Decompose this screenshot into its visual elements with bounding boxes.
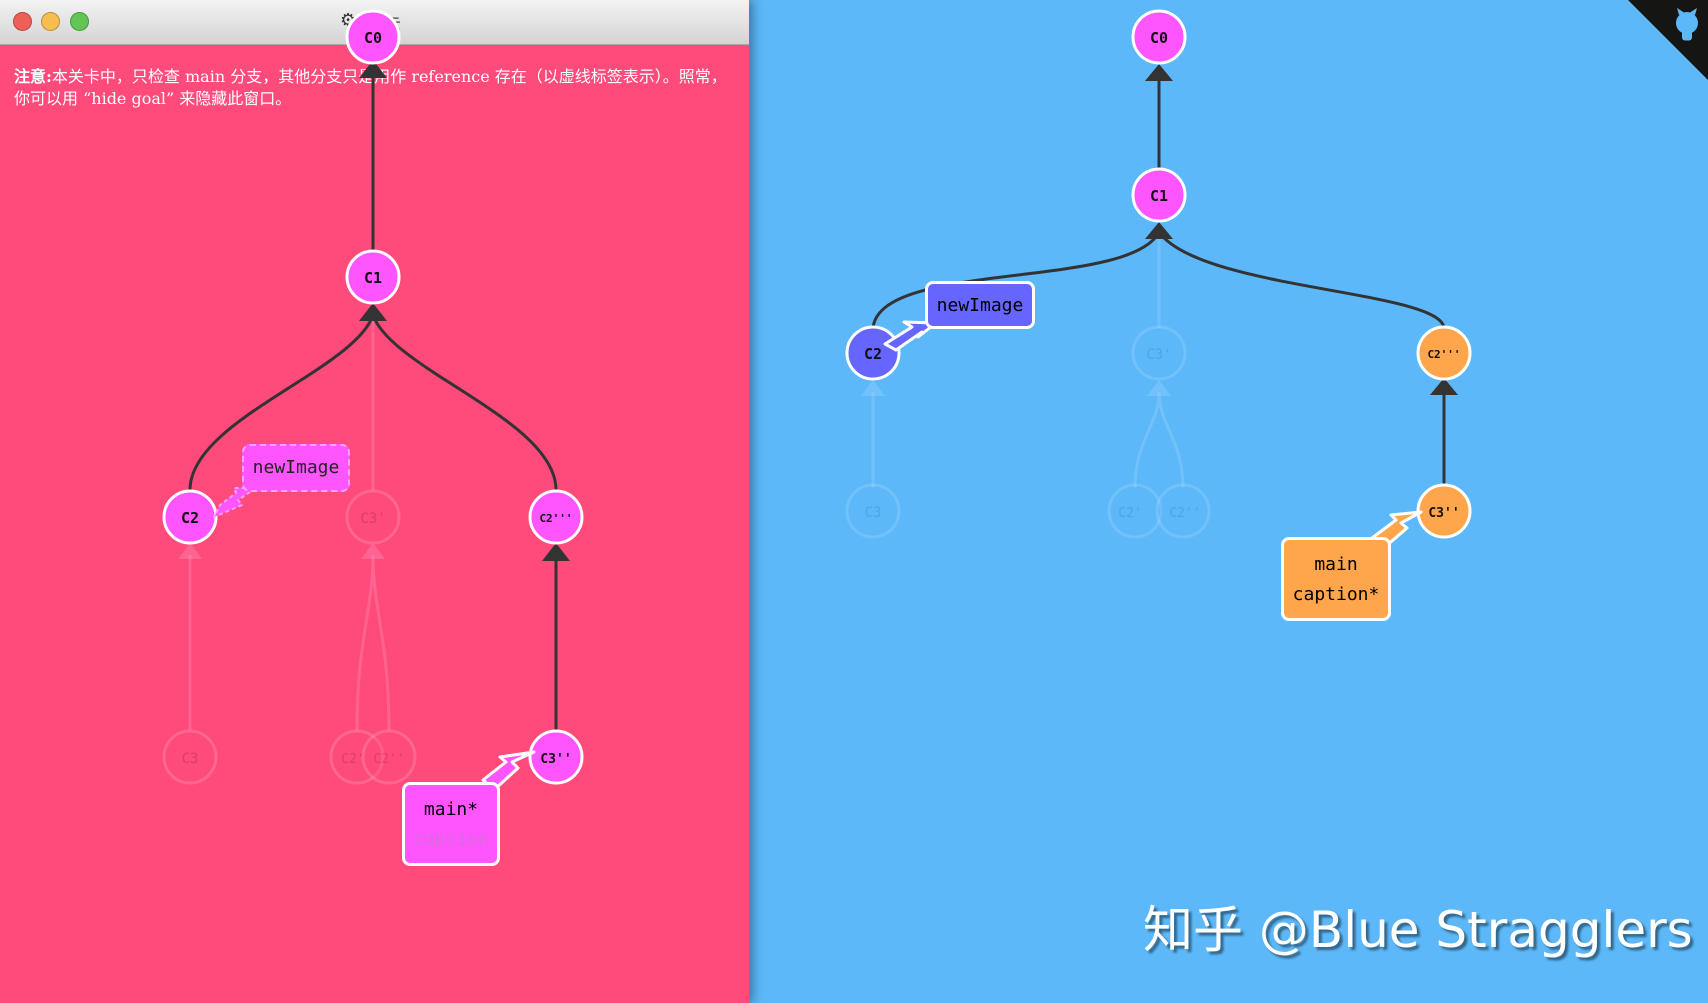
branch-name-caption: caption* xyxy=(1292,584,1380,605)
svg-text:C2: C2 xyxy=(181,509,199,527)
svg-text:C3: C3 xyxy=(182,751,199,767)
edge-c2ppp-c1 xyxy=(371,314,558,491)
edge-c2pp-c3prime xyxy=(371,554,391,731)
branch-label-main-caption-goal[interactable]: main* caption xyxy=(402,782,500,866)
note-label: 注意: xyxy=(14,67,52,86)
arrow-faded-c3prime xyxy=(361,543,385,559)
commit-c3[interactable]: C3 xyxy=(845,483,901,539)
commit-c2pp[interactable]: C2'' xyxy=(361,729,417,785)
commit-c0[interactable]: C0 xyxy=(1131,9,1187,65)
svg-text:C1: C1 xyxy=(1150,187,1168,205)
commit-c2pp[interactable]: C2'' xyxy=(1155,483,1211,539)
edge-c2pp-c3prime xyxy=(1157,391,1185,489)
svg-text:C2: C2 xyxy=(864,345,882,363)
edge-c2prime-c3prime xyxy=(1133,391,1161,489)
svg-text:C0: C0 xyxy=(364,29,382,47)
arrow-c0 xyxy=(1145,64,1173,81)
newimage-pointer-arrow xyxy=(213,487,257,518)
commit-c3[interactable]: C3 xyxy=(162,729,218,785)
commit-c0[interactable]: C0 xyxy=(345,9,401,65)
arrow-faded-c3prime xyxy=(1147,380,1171,396)
svg-text:C2''': C2''' xyxy=(1427,348,1460,361)
commit-c1[interactable]: C1 xyxy=(345,249,401,305)
note-text: 本关卡中，只检查 main 分支，其他分支只是用作 reference 存在（以… xyxy=(14,67,727,108)
commit-c1[interactable]: C1 xyxy=(1131,167,1187,223)
arrow-c1 xyxy=(1145,222,1173,239)
branch-label-newimage-goal[interactable]: newImage xyxy=(242,444,350,492)
goal-window[interactable]: ⚙ 示 注意:本关卡中，只检查 main 分支，其他分支只是用作 referen… xyxy=(0,0,749,1003)
arrow-faded-c2 xyxy=(178,543,202,559)
arrow-c2ppp xyxy=(1430,378,1458,395)
commit-c3pp[interactable]: C3'' xyxy=(1416,483,1472,539)
edge-c2ppp-c1 xyxy=(1157,231,1446,329)
commit-c3pp[interactable]: C3'' xyxy=(528,729,584,785)
commit-c2prime[interactable]: C2' xyxy=(1107,483,1163,539)
close-window-button[interactable] xyxy=(13,12,32,31)
branch-name-caption: caption xyxy=(413,829,489,850)
arrow-c2ppp xyxy=(542,543,570,561)
arrow-faded-c2 xyxy=(861,380,885,396)
arrow-c0 xyxy=(359,60,387,78)
svg-text:C3': C3' xyxy=(360,511,385,527)
commit-c3prime[interactable]: C3' xyxy=(1131,325,1187,381)
commit-c2[interactable]: C2 xyxy=(162,489,218,545)
goal-tree-svg: C0 C1 C2 C3' C2''' C3 C2' C2'' xyxy=(162,9,584,792)
branch-name-main: main* xyxy=(423,799,479,820)
github-octocat-icon xyxy=(1676,8,1698,41)
zoom-window-button[interactable] xyxy=(70,12,89,31)
edge-c2prime-c3prime xyxy=(355,554,375,731)
svg-text:C1: C1 xyxy=(364,269,382,287)
commit-c2ppp[interactable]: C2''' xyxy=(528,489,584,545)
svg-text:C2'': C2'' xyxy=(1169,506,1200,521)
branch-label-newimage-current[interactable]: newImage xyxy=(925,281,1035,329)
svg-text:C0: C0 xyxy=(1150,29,1168,47)
svg-text:C3'': C3'' xyxy=(1428,506,1459,521)
commit-c2prime[interactable]: C2' xyxy=(329,729,385,785)
svg-text:C2': C2' xyxy=(1118,506,1141,521)
goal-note: 注意:本关卡中，只检查 main 分支，其他分支只是用作 reference 存… xyxy=(14,66,734,110)
svg-text:C3: C3 xyxy=(865,505,882,521)
edge-c2-c1 xyxy=(871,231,1161,329)
branch-name-main: main xyxy=(1314,554,1358,575)
watermark: 知乎 @Blue Stragglers xyxy=(1143,901,1693,959)
svg-text:C2'': C2'' xyxy=(373,752,404,767)
edge-c2-c1 xyxy=(188,314,375,491)
commit-c2[interactable]: C2 xyxy=(845,325,901,381)
minimize-window-button[interactable] xyxy=(41,12,60,31)
svg-text:C3': C3' xyxy=(1146,347,1171,363)
arrow-c1 xyxy=(359,303,387,321)
svg-text:C3'': C3'' xyxy=(540,752,571,767)
github-corner[interactable] xyxy=(1628,0,1708,80)
svg-text:C2': C2' xyxy=(341,752,364,767)
branch-label-main-caption-current[interactable]: main caption* xyxy=(1281,537,1391,621)
commit-c2ppp[interactable]: C2''' xyxy=(1416,325,1472,381)
commit-c3prime[interactable]: C3' xyxy=(345,489,401,545)
svg-text:C2''': C2''' xyxy=(539,512,572,525)
newimage-pointer-arrow xyxy=(883,320,938,352)
